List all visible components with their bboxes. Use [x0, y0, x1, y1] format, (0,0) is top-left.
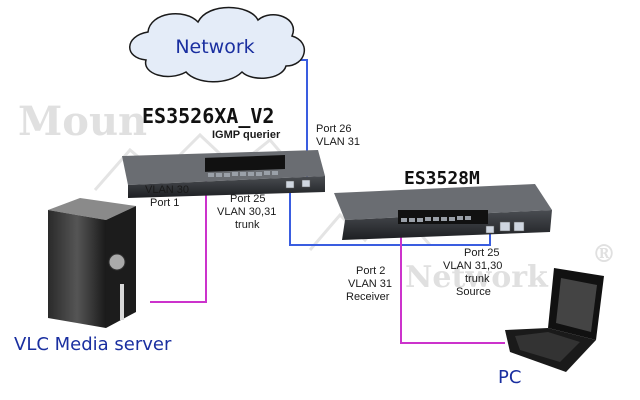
watermark: Moun Network ® — [18, 98, 616, 295]
switch-a-uplink-port: Port 26 — [316, 123, 351, 135]
switch-a-role: IGMP querier — [212, 129, 281, 141]
pc-label: PC — [498, 367, 521, 388]
server-access-cable — [150, 178, 207, 303]
cloud-label: Network — [175, 36, 254, 58]
switch-b-access-vlan: VLAN 31 — [348, 278, 392, 290]
switch-b-trunk-role: Source — [456, 286, 491, 298]
switch-es3526xa — [122, 150, 325, 198]
server-label: VLC Media server — [14, 334, 172, 355]
switch-b-trunk-vlan: VLAN 31,30 — [443, 260, 502, 272]
pc-access-cable — [400, 214, 505, 344]
switch-a-access-vlan: VLAN 30 — [145, 184, 189, 196]
switch-a-name: ES3526XA_V2 — [142, 104, 274, 128]
trunk-cable — [289, 186, 491, 246]
switch-es3528m — [334, 184, 552, 240]
switch-b-trunk-mode: trunk — [465, 273, 490, 285]
switch-b-trunk-port: Port 25 — [464, 247, 499, 259]
switch-a-trunk-mode: trunk — [235, 219, 260, 231]
switch-b-access-role: Receiver — [346, 291, 390, 303]
pc-laptop — [505, 268, 604, 372]
switch-a-uplink-vlan: VLAN 31 — [316, 136, 360, 148]
switch-b-access-port: Port 2 — [356, 265, 385, 277]
switch-a-trunk-port: Port 25 — [230, 193, 265, 205]
switch-a-trunk-vlan: VLAN 30,31 — [217, 206, 276, 218]
watermark-registered-mark: ® — [592, 239, 616, 268]
vlc-media-server — [48, 198, 136, 328]
watermark-left-text: Moun — [18, 98, 147, 145]
watermark-right-text: Network — [405, 260, 549, 295]
switch-a-access-port: Port 1 — [150, 197, 179, 209]
network-cloud: Network — [129, 6, 306, 83]
switch-b-name: ES3528M — [404, 168, 480, 189]
